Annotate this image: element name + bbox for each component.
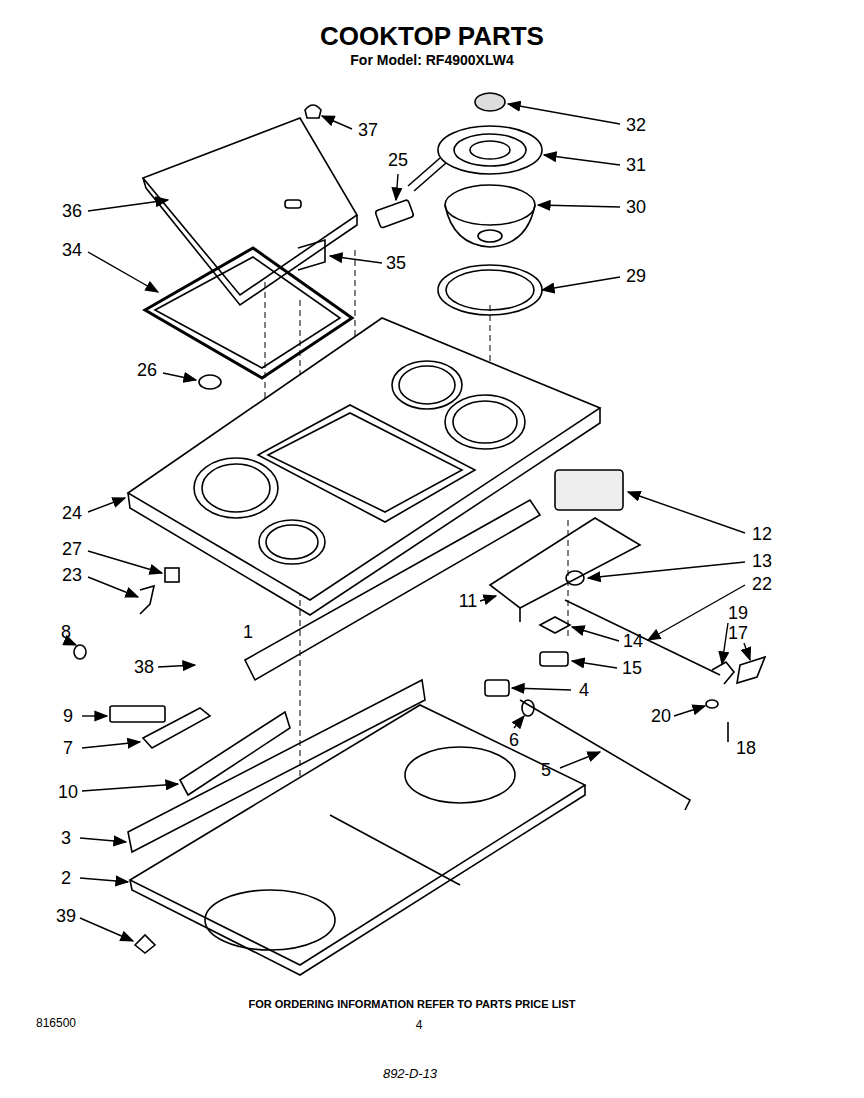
callout-number: 8 [61,623,71,641]
callout-number: 7 [63,739,73,757]
callout-number: 29 [626,267,646,285]
callout-number: 36 [62,202,82,220]
callout-number: 22 [752,575,772,593]
note-text: 892-D-13 [383,1067,437,1080]
callout-number: 5 [541,761,551,779]
callout-number: 10 [58,783,78,801]
callout-number: 2 [61,869,71,887]
callout-number: 1 [243,623,253,641]
callout-number: 26 [137,361,157,379]
diagram-title: COOKTOP PARTS [320,23,544,49]
callout-number: 32 [626,116,646,134]
callout-number: 13 [752,552,772,570]
callout-number: 25 [388,151,408,169]
callout-number: 35 [386,254,406,272]
note-text: For Model: RF4900XLW4 [350,53,513,67]
callout-number: 38 [134,658,154,676]
note-text: 4 [416,1019,423,1031]
callout-number: 12 [752,525,772,543]
callout-number: 23 [62,566,82,584]
callout-number: 24 [62,504,82,522]
callout-number: 27 [62,540,82,558]
callout-number: 19 [728,604,748,622]
callout-number: 31 [626,156,646,174]
callout-number: 17 [728,624,748,642]
callout-number: 20 [651,707,671,725]
callout-number: 18 [736,739,756,757]
callout-number: 30 [626,198,646,216]
callout-number: 39 [56,907,76,925]
callout-number: 11 [459,592,478,610]
callout-number: 3 [61,829,71,847]
callout-number: 9 [63,707,73,725]
note-text: 816500 [36,1017,76,1029]
callout-number: 14 [623,632,643,650]
callout-number: 34 [62,241,82,259]
note-text: FOR ORDERING INFORMATION REFER TO PARTS … [249,999,576,1010]
callout-number: 4 [579,681,589,699]
callout-number: 6 [509,731,519,749]
callout-number: 37 [358,121,378,139]
callout-number: 15 [622,659,642,677]
